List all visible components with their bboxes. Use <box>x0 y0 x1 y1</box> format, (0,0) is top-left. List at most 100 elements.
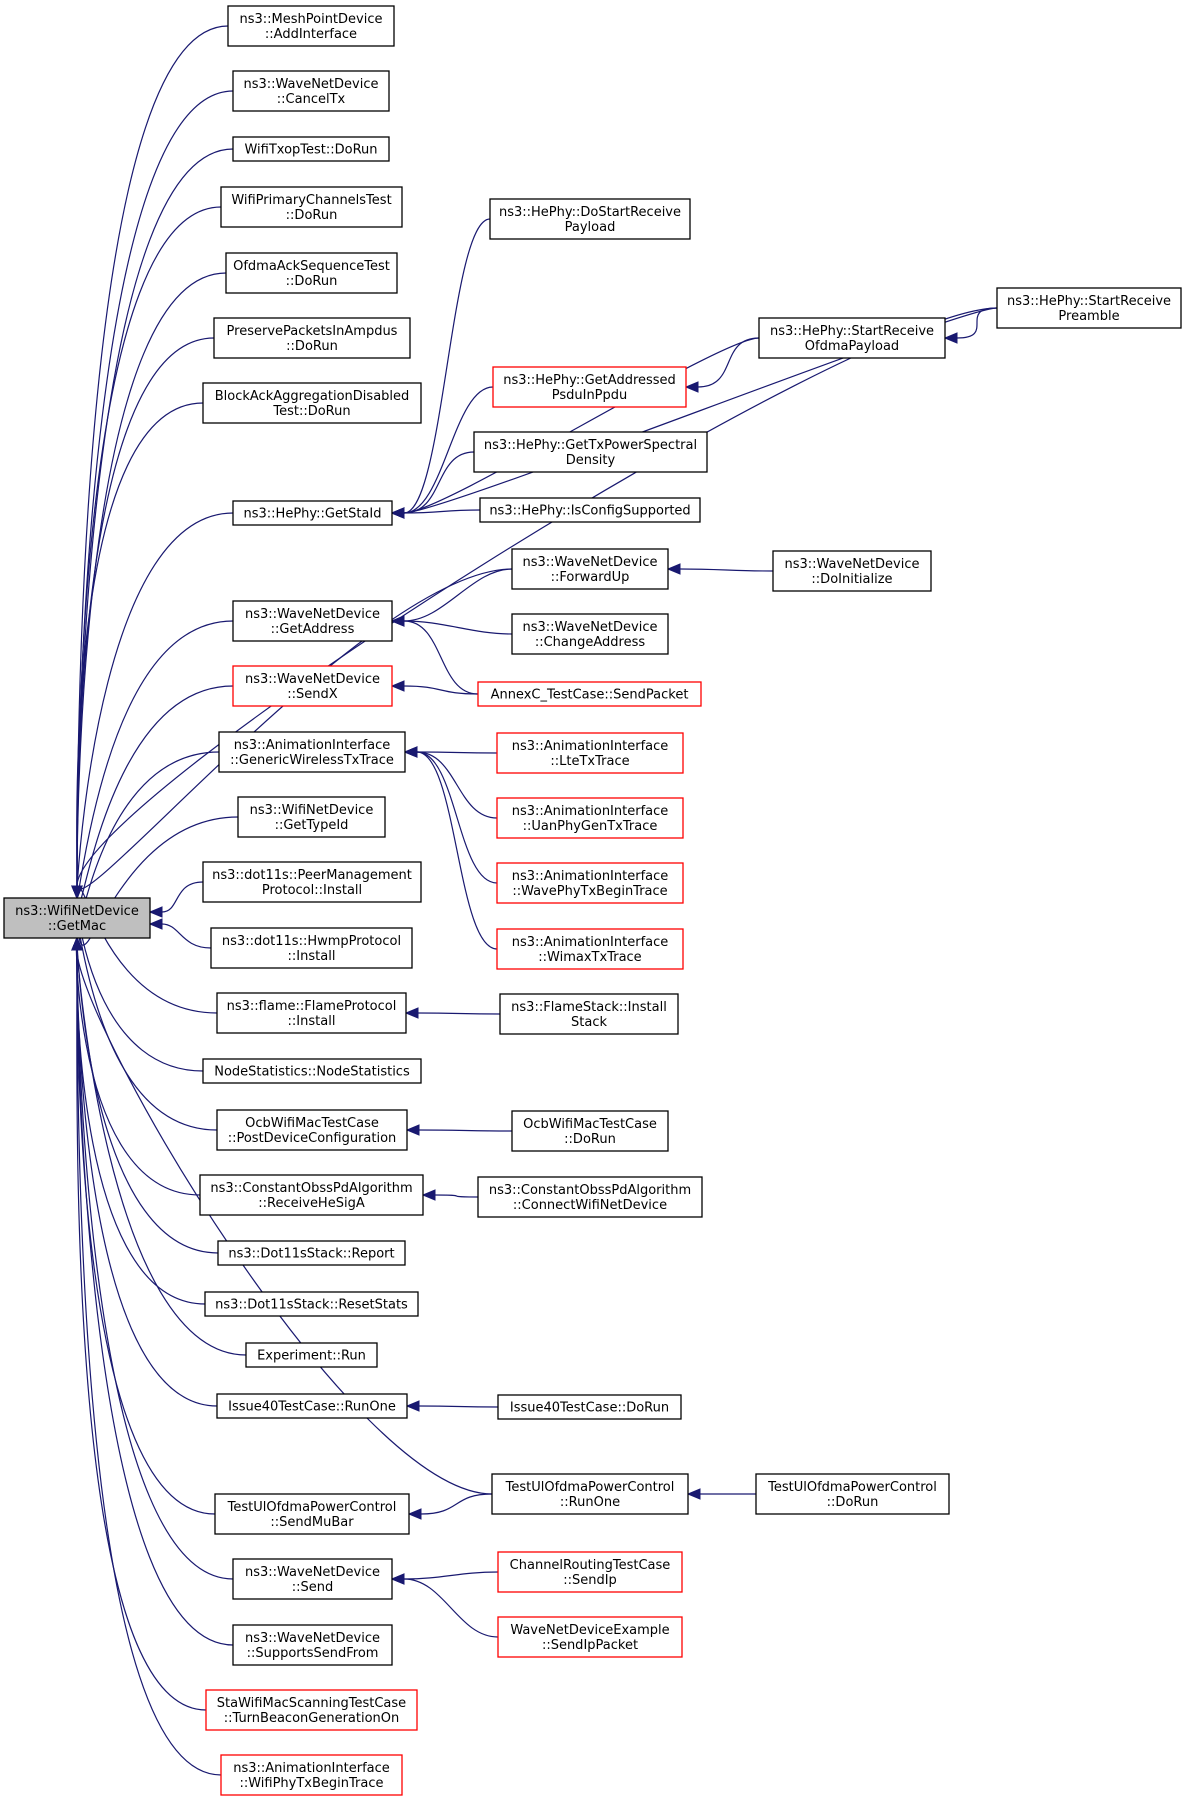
node-wave-changeaddr[interactable]: ns3::WaveNetDevice::ChangeAddress <box>511 613 669 655</box>
node-wave-cancel[interactable]: ns3::WaveNetDevice::CancelTx <box>232 70 390 112</box>
node-sta-turnbeacon[interactable]: StaWifiMacScanningTestCase::TurnBeaconGe… <box>205 1689 418 1731</box>
node-label: ns3::AnimationInterface <box>512 869 669 884</box>
edge-arrowhead <box>71 885 83 900</box>
node-label: ns3::ConstantObssPdAlgorithm <box>210 1181 412 1196</box>
node-label: ::PostDeviceConfiguration <box>228 1131 397 1146</box>
node-label: Experiment::Run <box>257 1349 366 1364</box>
node-primary-dorun[interactable]: WifiPrimaryChannelsTest::DoRun <box>220 186 403 228</box>
node-hephy-getstaid[interactable]: ns3::HePhy::GetStaId <box>232 500 393 526</box>
node-box <box>772 550 932 592</box>
node-box <box>491 1473 689 1515</box>
node-anim-lte[interactable]: ns3::AnimationInterface::LteTxTrace <box>496 732 684 774</box>
node-wave-sendippkt[interactable]: WaveNetDeviceExample::SendIpPacket <box>497 1616 683 1658</box>
node-obss-connect[interactable]: ns3::ConstantObssPdAlgorithm::ConnectWif… <box>477 1176 703 1218</box>
node-label: ns3::AnimationInterface <box>512 935 669 950</box>
node-issue40-runone[interactable]: Issue40TestCase::RunOne <box>216 1393 408 1419</box>
node-anim-wifiphy[interactable]: ns3::AnimationInterface::WifiPhyTxBeginT… <box>220 1754 403 1796</box>
node-label: ::UanPhyGenTxTrace <box>523 819 658 834</box>
node-hwmp-install[interactable]: ns3::dot11s::HwmpProtocol::Install <box>210 927 413 969</box>
edge-wave-doinit-to-wave-forwardup <box>666 563 774 575</box>
edge-line <box>76 949 207 1711</box>
edge-wave-changeaddr-to-wave-getaddr <box>390 615 513 635</box>
node-flame-install[interactable]: ns3::flame::FlameProtocol::Install <box>216 992 407 1034</box>
node-label: ::SendX <box>287 687 338 702</box>
node-peer-install[interactable]: ns3::dot11s::PeerManagementProtocol::Ins… <box>202 861 422 903</box>
node-label: ns3::Dot11sStack::Report <box>228 1247 394 1262</box>
node-ocb-postconf[interactable]: OcbWifiMacTestCase::PostDeviceConfigurat… <box>216 1109 408 1151</box>
edge-line <box>403 620 479 695</box>
node-anim-wavephy[interactable]: ns3::AnimationInterface::WavePhyTxBeginT… <box>496 862 684 904</box>
edge-arrowhead <box>148 918 163 930</box>
node-tulofdma-dorun[interactable]: TestUlOfdmaPowerControl::DoRun <box>755 1473 950 1515</box>
edge-line <box>76 949 234 1580</box>
edge-arrowhead <box>148 906 163 918</box>
node-exp-run[interactable]: Experiment::Run <box>245 1342 378 1368</box>
node-annexc-send[interactable]: AnnexC_TestCase::SendPacket <box>477 681 702 707</box>
node-box <box>210 927 413 969</box>
node-ocb-dorun[interactable]: OcbWifiMacTestCase::DoRun <box>511 1110 669 1152</box>
node-issue40-dorun[interactable]: Issue40TestCase::DoRun <box>497 1394 682 1420</box>
node-box <box>3 897 151 939</box>
node-wave-doinit[interactable]: ns3::WaveNetDevice::DoInitialize <box>772 550 932 592</box>
node-anim-uan[interactable]: ns3::AnimationInterface::UanPhyGenTxTrac… <box>496 797 684 839</box>
node-wave-getaddr[interactable]: ns3::WaveNetDevice::GetAddress <box>232 600 393 642</box>
node-label: TestUlOfdmaPowerControl <box>767 1480 937 1495</box>
node-wave-sendx[interactable]: ns3::WaveNetDevice::SendX <box>232 665 393 707</box>
node-chan-sendip[interactable]: ChannelRoutingTestCase::SendIp <box>497 1551 683 1593</box>
edge-arrowhead <box>403 746 418 758</box>
node-label: Issue40TestCase::DoRun <box>510 1401 669 1416</box>
node-label: ns3::WaveNetDevice <box>243 77 378 92</box>
edge-line <box>416 751 498 819</box>
node-tulofdma-runone[interactable]: TestUlOfdmaPowerControl::RunOne <box>491 1473 689 1515</box>
node-box <box>511 1110 669 1152</box>
edge-line <box>403 218 491 514</box>
node-label: ::CancelTx <box>277 92 346 107</box>
node-box <box>489 198 691 240</box>
edge-issue40-dorun-to-issue40-runone <box>405 1400 499 1412</box>
node-box <box>245 1342 378 1368</box>
node-ofdma-ack[interactable]: OfdmaAckSequenceTest::DoRun <box>225 252 398 294</box>
node-txop-dorun[interactable]: WifiTxopTest::DoRun <box>232 136 390 162</box>
edge-line <box>416 751 498 950</box>
node-anim-wimax[interactable]: ns3::AnimationInterface::WimaxTxTrace <box>496 928 684 970</box>
node-label: ns3::dot11s::HwmpProtocol <box>222 934 401 949</box>
node-label: ::ReceiveHeSigA <box>258 1196 365 1211</box>
node-hephy-isconfig[interactable]: ns3::HePhy::IsConfigSupported <box>479 497 701 523</box>
edge-hephy-startofdma-to-hephy-getaddr <box>684 337 760 393</box>
node-label: Protocol::Install <box>262 883 362 898</box>
node-label: ns3::WaveNetDevice <box>522 555 657 570</box>
node-box <box>232 1624 393 1666</box>
edge-wave-forwardup-to-wave-getaddr <box>390 568 513 627</box>
node-wave-supports[interactable]: ns3::WaveNetDevice::SupportsSendFrom <box>232 1624 393 1666</box>
node-box <box>232 136 390 162</box>
node-dot11s-reset[interactable]: ns3::Dot11sStack::ResetStats <box>204 1291 419 1317</box>
node-label: ns3::WaveNetDevice <box>245 672 380 687</box>
node-tulofdma-sendmubar[interactable]: TestUlOfdmaPowerControl::SendMuBar <box>214 1493 410 1535</box>
edge-arrowhead <box>686 1488 701 1500</box>
node-wave-send[interactable]: ns3::WaveNetDevice::Send <box>232 1558 393 1600</box>
edge-anim-wifiphy-to-root <box>71 936 222 1776</box>
node-anim-generic[interactable]: ns3::AnimationInterface::GenericWireless… <box>218 731 406 773</box>
node-label: ::WavePhyTxBeginTrace <box>512 884 667 899</box>
node-box <box>232 70 390 112</box>
node-label: ::DoRun <box>564 1132 616 1147</box>
node-wave-forwardup[interactable]: ns3::WaveNetDevice::ForwardUp <box>511 548 669 590</box>
node-mesh-add[interactable]: ns3::MeshPointDevice::AddInterface <box>227 5 395 47</box>
node-preserve[interactable]: PreservePacketsInAmpdus::DoRun <box>213 317 411 359</box>
node-wifi-gettypeid[interactable]: ns3::WifiNetDevice::GetTypeId <box>237 796 386 838</box>
node-root[interactable]: ns3::WifiNetDevice::GetMac <box>3 897 151 939</box>
node-dot11s-report[interactable]: ns3::Dot11sStack::Report <box>217 1240 406 1266</box>
node-obss-receive[interactable]: ns3::ConstantObssPdAlgorithm::ReceiveHeS… <box>199 1174 424 1216</box>
edge-wave-send-to-root <box>71 936 234 1580</box>
node-box <box>479 497 701 523</box>
node-label: ::DoRun <box>286 339 338 354</box>
node-nodestats[interactable]: NodeStatistics::NodeStatistics <box>202 1058 422 1084</box>
node-label: ::DoRun <box>286 208 338 223</box>
